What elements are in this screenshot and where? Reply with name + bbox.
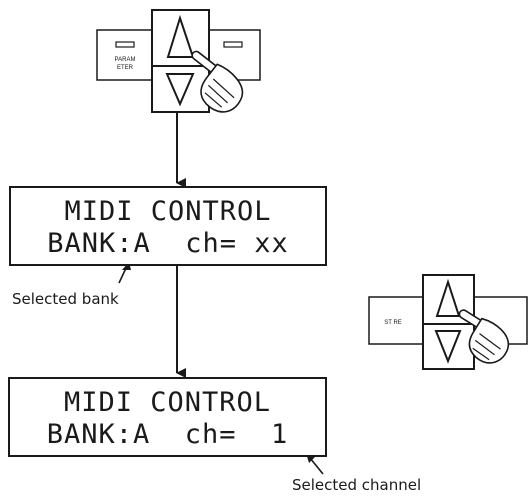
down-button-2[interactable]: [422, 323, 475, 370]
lcd-line-2: BANK:A ch= 1: [46, 419, 289, 450]
arrow-up-icon: [166, 14, 195, 58]
right-control-panel: ST RE: [368, 274, 528, 370]
pointing-hand-icon: [191, 50, 244, 113]
arrow-down-icon-2: [434, 330, 462, 364]
selected-channel-caption: Selected channel: [292, 476, 422, 494]
lcd-line-2: BANK:A ch= xx: [47, 228, 289, 259]
right-side-button[interactable]: [206, 29, 261, 81]
lcd-line-1: MIDI CONTROL: [64, 196, 272, 227]
arrow-up-icon-2: [435, 278, 461, 317]
down-button[interactable]: [151, 65, 210, 113]
selected-channel-pointer: [309, 457, 324, 475]
top-control-panel: PARAM ETER: [96, 9, 261, 113]
parameter-button-label-line2: ETER: [117, 65, 134, 71]
up-button-2[interactable]: [422, 274, 475, 325]
lcd-line-1: MIDI CONTROL: [63, 387, 272, 418]
arrow-down-icon: [165, 73, 195, 107]
parameter-button-label-line1: PARAM: [115, 57, 136, 63]
lcd-display-bank-select: MIDI CONTROL BANK:A ch= xx: [9, 186, 327, 266]
store-button[interactable]: ST RE: [368, 296, 424, 345]
parameter-button[interactable]: PARAM ETER: [96, 29, 154, 81]
lcd-display-channel-select: MIDI CONTROL BANK:A ch= 1: [8, 377, 327, 457]
selected-bank-caption: Selected bank: [12, 290, 119, 308]
pointing-hand-icon-2: [458, 309, 510, 364]
store-button-label: ST RE: [384, 320, 402, 326]
